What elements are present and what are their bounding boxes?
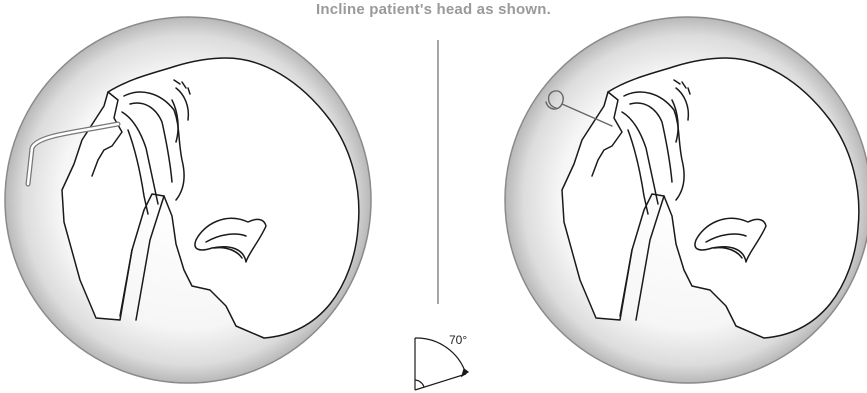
angle-arrowhead	[462, 369, 468, 376]
left-head-circle	[5, 17, 371, 383]
angle-label: 70°	[449, 333, 467, 347]
right-head-circle	[505, 17, 867, 383]
